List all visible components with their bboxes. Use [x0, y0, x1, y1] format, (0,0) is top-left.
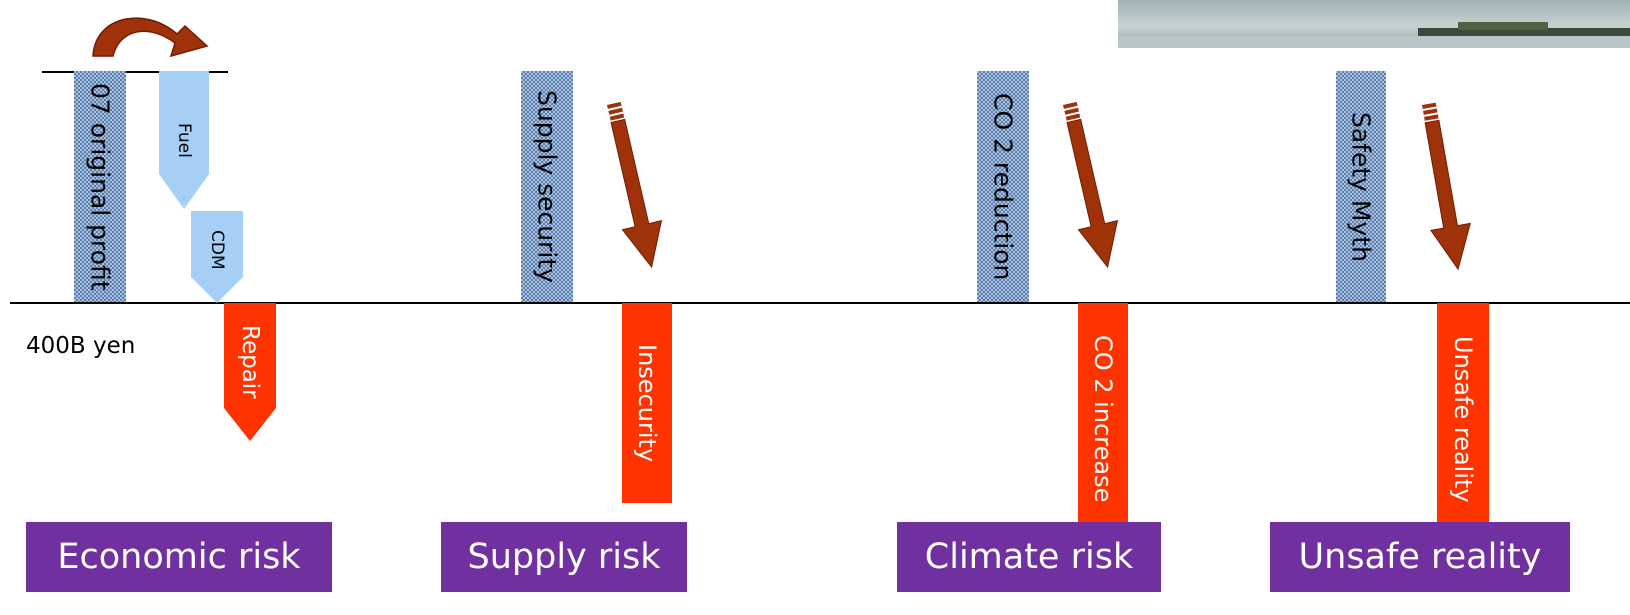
zero-axis-line — [10, 302, 1630, 304]
category-supply-risk: Supply risk — [441, 522, 687, 592]
repair-label-wrap: Repair — [224, 312, 276, 412]
co2-reduction-bar: CO 2 reduction — [977, 71, 1029, 302]
supply-security-label: Supply security — [532, 90, 562, 283]
safety-myth-label: Safety Myth — [1346, 111, 1376, 262]
cdm-label-wrap: CDM — [191, 222, 243, 277]
supply-security-bar: Supply security — [521, 71, 573, 302]
unsafe-reality-bar: Unsafe reality — [1437, 303, 1489, 535]
unsafe-reality-label: Unsafe reality — [1449, 335, 1477, 503]
cdm-label: CDM — [207, 229, 227, 270]
fuel-label-wrap: Fuel — [159, 110, 209, 170]
reference-line — [42, 71, 228, 73]
down-arrow-icon — [1422, 102, 1471, 271]
photo-thumbnail — [1118, 0, 1630, 48]
cdm-arrow — [191, 211, 243, 303]
curved-arrow-icon — [92, 17, 209, 58]
category-economic-risk: Economic risk — [26, 522, 332, 592]
original-profit-bar: 07 original profit — [74, 71, 126, 302]
category-climate-risk: Climate risk — [897, 522, 1161, 592]
fuel-label: Fuel — [174, 122, 194, 158]
down-arrow-icon — [1063, 101, 1119, 269]
repair-arrow — [224, 303, 276, 441]
insecurity-bar: Insecurity — [622, 303, 672, 503]
original-profit-label: 07 original profit — [85, 82, 115, 291]
insecurity-label: Insecurity — [633, 343, 661, 463]
co2-increase-bar: CO 2 increase — [1078, 303, 1128, 535]
co2-reduction-label: CO 2 reduction — [988, 92, 1018, 281]
down-arrow-icon — [607, 101, 663, 269]
safety-myth-bar: Safety Myth — [1336, 71, 1386, 302]
baseline-value-label: 400B yen — [26, 333, 136, 359]
category-unsafe-reality: Unsafe reality — [1270, 522, 1570, 592]
fuel-arrow — [159, 71, 209, 209]
co2-increase-label: CO 2 increase — [1089, 335, 1117, 503]
repair-label: Repair — [237, 325, 263, 399]
